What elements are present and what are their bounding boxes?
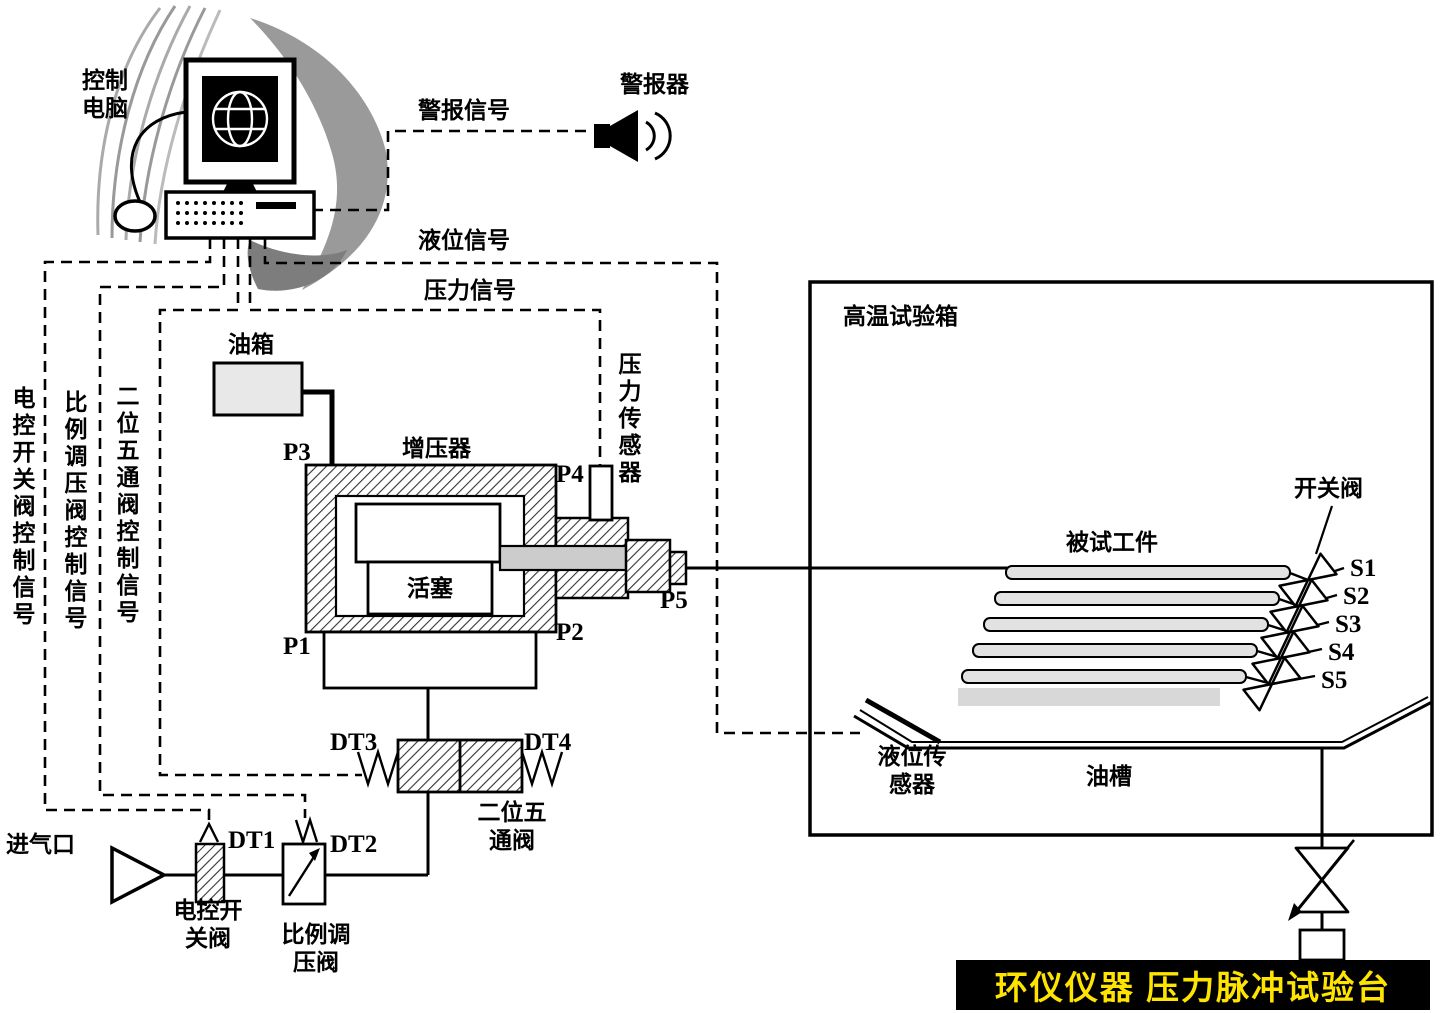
globe-icon <box>211 90 269 148</box>
s2-label: S2 <box>1343 583 1370 610</box>
alarm-speaker-icon <box>594 110 672 162</box>
computer-case <box>164 190 316 240</box>
right-spring <box>520 747 564 789</box>
watermark-banner: 环仪仪器 压力脉冲试验台 <box>956 960 1430 1010</box>
left-spring <box>356 747 400 789</box>
workpiece-tubes <box>958 565 1291 706</box>
dt2-label: DT2 <box>330 831 378 858</box>
tube-4 <box>972 643 1258 658</box>
pressure-sensor-label: 压力传感器 <box>615 352 642 487</box>
pressure-signal-label: 压力信号 <box>424 277 516 303</box>
dt3-label: DT3 <box>330 729 378 756</box>
control-computer-label: 控制 电脑 <box>82 67 128 122</box>
drain-valve-symbol <box>1288 839 1356 962</box>
swoosh-decoration <box>96 5 388 291</box>
s5-label: S5 <box>1321 667 1348 694</box>
switch-valve-pointer <box>1314 505 1334 555</box>
level-sensor-symbol <box>864 697 942 745</box>
booster-assembly <box>304 463 1008 740</box>
piston-head <box>354 502 502 564</box>
pressure-signal-line <box>248 238 602 468</box>
alarm-signal-line <box>312 129 590 212</box>
workpiece-label: 被试工件 <box>1066 529 1158 555</box>
dt1-valve-symbol <box>194 842 226 904</box>
s-valve-symbols <box>1242 505 1345 712</box>
air-inlet-label: 进气口 <box>6 831 75 857</box>
control-computer-graphic <box>113 57 316 240</box>
port-p1-label: P1 <box>283 633 311 660</box>
elec-switch-valve-label: 电控开 关阀 <box>173 897 243 952</box>
level-signal-label: 液位信号 <box>418 227 510 253</box>
s1-label: S1 <box>1350 555 1377 582</box>
s4-label: S4 <box>1328 639 1355 666</box>
oil-tank-shape <box>212 361 335 465</box>
five-way-ctrl-line <box>158 238 362 777</box>
booster-label: 增压器 <box>402 435 471 461</box>
port-p3-label: P3 <box>283 439 311 466</box>
chamber-label: 高温试验箱 <box>843 303 958 329</box>
air-inlet-symbol <box>110 845 168 905</box>
nozzle-block <box>624 538 672 594</box>
oil-groove-label: 油槽 <box>1086 763 1132 789</box>
oil-tank-label: 油箱 <box>228 331 274 357</box>
switch-valve-ctrl-label: 电控开关阀控制信号 <box>9 386 36 629</box>
prop-valve-ctrl-line <box>98 238 307 818</box>
port-p4-label: P4 <box>556 461 584 488</box>
booster-base <box>322 630 538 690</box>
prop-valve-label: 比例调 压阀 <box>281 921 351 976</box>
tube-3 <box>983 617 1269 632</box>
dt2-arrow <box>287 851 319 897</box>
dt2-arrowhead <box>309 848 320 861</box>
five-way-valve-symbol <box>356 738 564 875</box>
level-sensor-label: 液位传 感器 <box>877 743 947 798</box>
port-p5-label: P5 <box>660 587 688 614</box>
drain-valve-arrowhead <box>1288 903 1302 921</box>
dt2-spring <box>294 816 319 846</box>
dt4-label: DT4 <box>524 729 572 756</box>
monitor-screen <box>202 76 278 162</box>
s4-valve-icon <box>1251 630 1311 686</box>
oil-pan-shape <box>853 696 1433 848</box>
alarm-signal-label: 警报信号 <box>418 97 510 123</box>
drain-cup <box>1298 928 1346 962</box>
s3-valve-icon <box>1260 604 1320 660</box>
s2-valve-icon <box>1269 578 1329 634</box>
air-supply-chain <box>110 816 428 906</box>
switch-valve-ctrl-line <box>43 238 212 824</box>
s5-valve-icon <box>1242 656 1302 712</box>
drain-valve-arrow <box>1292 839 1356 915</box>
s1-valve-icon <box>1278 552 1338 608</box>
mouse-cable <box>129 110 187 203</box>
case-slot <box>256 202 296 209</box>
port-p2-label: P2 <box>556 619 584 646</box>
alarm-device-label: 警报器 <box>620 71 689 97</box>
five-way-ctrl-label: 二位五通阀控制信号 <box>113 384 140 627</box>
nozzle-tip <box>668 550 688 586</box>
signal-dashed-lines <box>43 129 860 824</box>
tube-1 <box>1005 565 1291 580</box>
five-way-valve-label: 二位五 通阀 <box>477 799 547 854</box>
chamber-box <box>808 280 1434 837</box>
dt1-spring <box>198 821 220 843</box>
s3-label: S3 <box>1335 611 1362 638</box>
mouse-icon <box>113 199 157 233</box>
dt1-label: DT1 <box>228 827 276 854</box>
prop-valve-ctrl-label: 比例调压阀控制信号 <box>61 390 88 633</box>
pressure-sensor-shape <box>588 464 614 522</box>
tube-2 <box>994 591 1280 606</box>
piston-body <box>366 560 494 616</box>
workpiece-support <box>958 688 1220 706</box>
tube-5 <box>961 669 1247 684</box>
case-keys <box>176 201 243 225</box>
piston-label: 活塞 <box>407 575 453 601</box>
switch-valve-label: 开关阀 <box>1294 475 1363 501</box>
level-signal-line <box>263 238 860 735</box>
